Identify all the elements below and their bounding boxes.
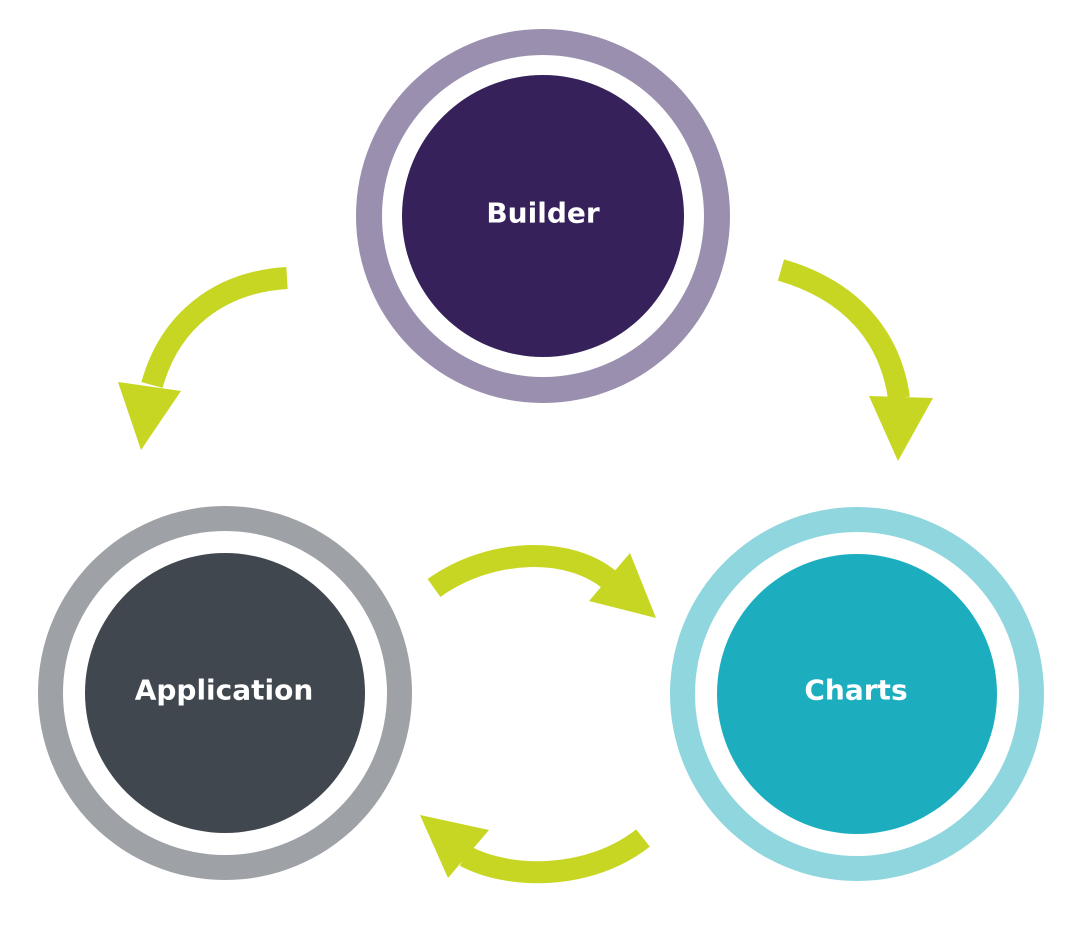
node-charts: Charts [670, 507, 1044, 881]
arrow-builder-to-application [118, 267, 288, 450]
arrow-shaft [427, 545, 620, 598]
node-builder-inner [402, 75, 684, 357]
arrow-charts-to-application [420, 815, 650, 884]
node-application-label: Application [135, 674, 314, 707]
node-application: Application [38, 506, 412, 880]
arrow-builder-to-charts [777, 259, 933, 461]
arrow-head-icon [869, 396, 933, 461]
node-application-inner [85, 553, 365, 833]
arrow-head-icon [118, 382, 181, 450]
node-builder: Builder [356, 29, 730, 403]
arrow-head-icon [420, 815, 489, 878]
node-charts-inner [717, 554, 997, 834]
node-charts-label: Charts [804, 674, 907, 707]
arrow-head-icon [589, 553, 656, 618]
arrow-shaft [459, 829, 650, 884]
arrow-shaft [777, 259, 910, 400]
node-builder-label: Builder [486, 197, 600, 230]
arrow-application-to-charts [427, 545, 656, 618]
arrow-shaft [141, 267, 288, 389]
